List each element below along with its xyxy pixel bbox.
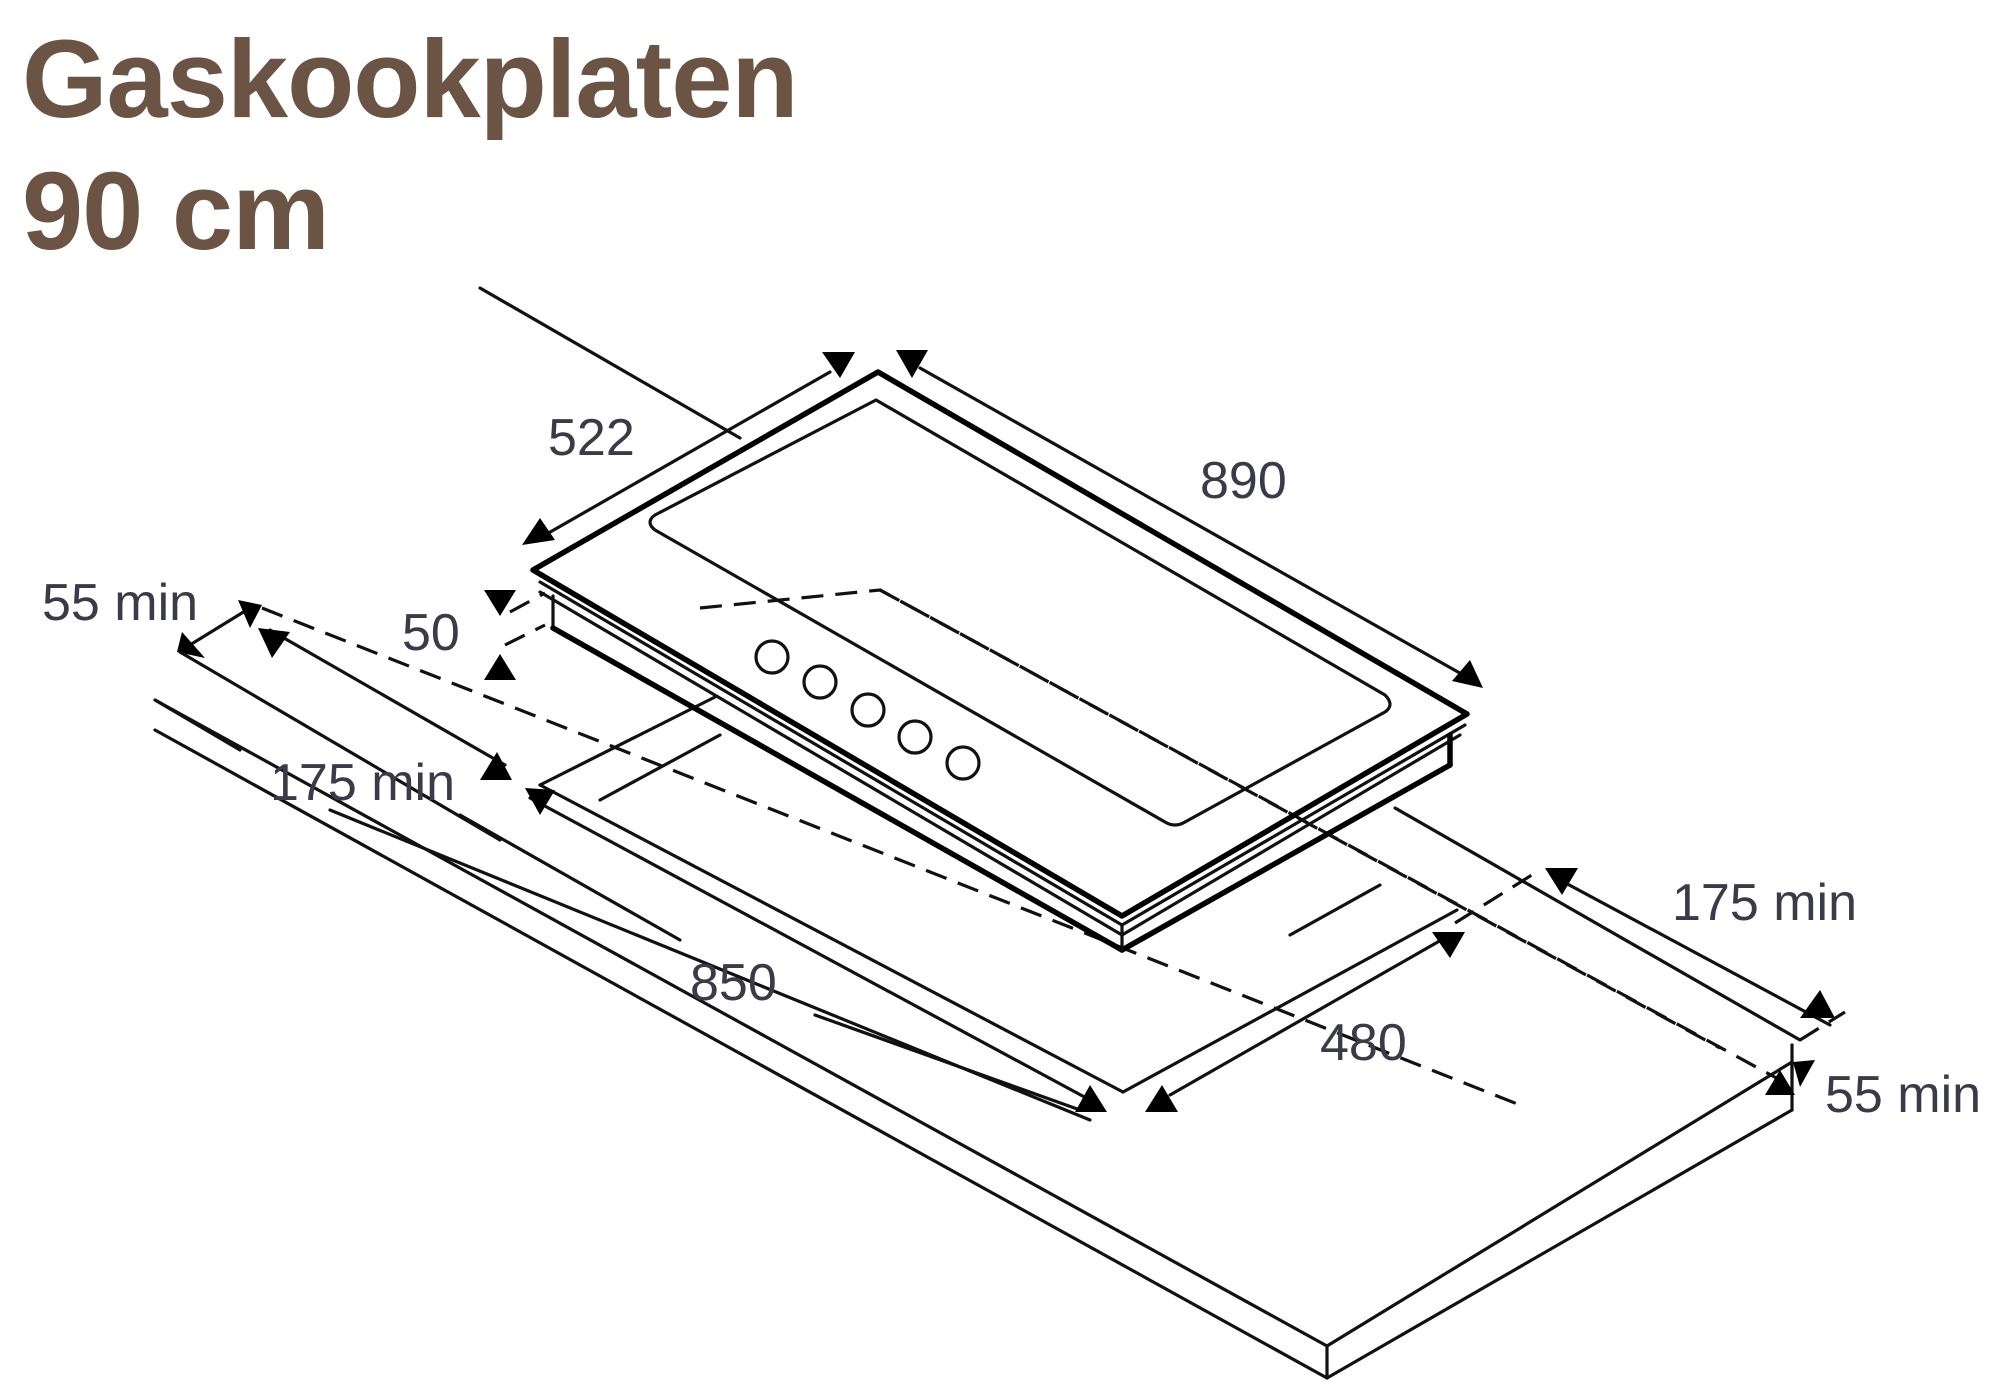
- dimension-cutout-width: 850: [458, 813, 1107, 1112]
- arrow-icon: [480, 752, 512, 780]
- knob-icon: [850, 692, 886, 728]
- arrow-icon: [822, 352, 855, 378]
- arrow-icon: [896, 350, 928, 378]
- arrow-icon: [238, 600, 262, 628]
- label-480: 480: [1320, 1014, 1407, 1072]
- arrow-icon: [484, 654, 516, 680]
- knob-icon: [897, 719, 933, 755]
- arrow-icon: [177, 632, 205, 658]
- burner-knobs: [754, 639, 981, 781]
- dimension-rear-clearance-right: 55 min: [1765, 1043, 1981, 1124]
- knob-icon: [945, 745, 981, 781]
- dimension-cutout-depth: 480: [1145, 932, 1465, 1112]
- arrow-icon: [1545, 868, 1578, 895]
- knob-icon: [802, 664, 838, 700]
- label-55-min-right: 55 min: [1825, 1066, 1981, 1124]
- label-175-min-right: 175 min: [1672, 874, 1857, 932]
- arrow-icon: [522, 518, 555, 545]
- arrow-icon: [258, 628, 290, 658]
- gas-hob: [530, 369, 1470, 953]
- cutout-outline: [261, 588, 1802, 1107]
- dimension-side-clearance-right: 175 min: [1454, 868, 1857, 1042]
- dimension-hob-width: 890: [896, 350, 1483, 688]
- dimension-side-clearance-left: 175 min: [153, 628, 1092, 1122]
- arrow-icon: [1432, 932, 1465, 958]
- label-50: 50: [402, 604, 460, 662]
- label-522: 522: [548, 409, 635, 467]
- label-890: 890: [1200, 452, 1287, 510]
- title-product: Gaskookplaten: [22, 18, 799, 141]
- knob-icon: [754, 639, 790, 675]
- dimension-hob-height: 50: [402, 590, 546, 680]
- dimension-rear-clearance-left: 55 min: [42, 574, 502, 842]
- label-850: 850: [690, 954, 777, 1012]
- arrow-icon: [525, 788, 555, 815]
- dimension-hob-depth: 522: [478, 286, 855, 545]
- arrow-icon: [1793, 1060, 1815, 1087]
- arrow-icon: [484, 590, 516, 616]
- arrow-icon: [1800, 990, 1835, 1018]
- arrow-icon: [1765, 1070, 1795, 1095]
- title-size: 90 cm: [22, 150, 330, 273]
- label-175-min-left: 175 min: [270, 754, 455, 812]
- label-55-min-left: 55 min: [42, 574, 198, 632]
- arrow-icon: [1452, 660, 1483, 688]
- arrow-icon: [1075, 1085, 1107, 1112]
- arrow-icon: [1145, 1085, 1178, 1112]
- page-title: Gaskookplaten 90 cm: [22, 14, 799, 278]
